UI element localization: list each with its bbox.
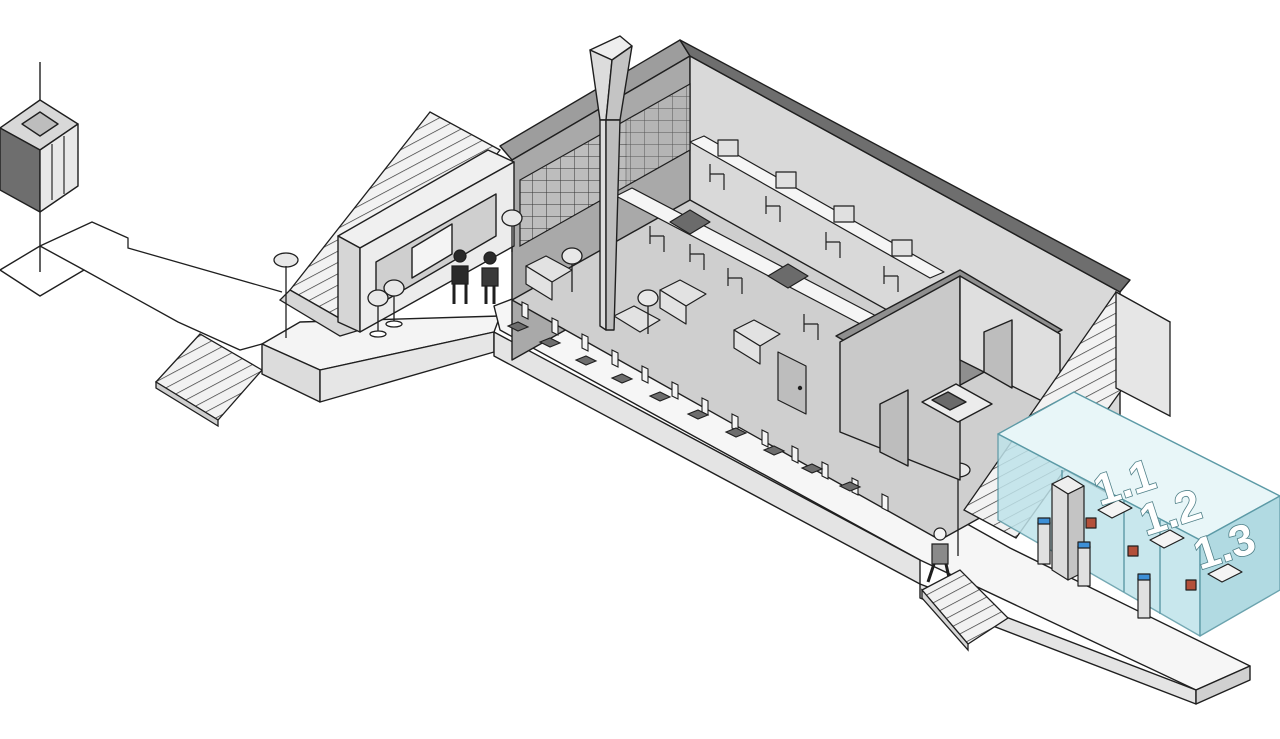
lamp-5	[561, 247, 583, 292]
chair-icon	[1085, 517, 1197, 591]
scanner-gate-icon	[1037, 517, 1151, 619]
door-icon	[777, 351, 807, 415]
lamp-4	[501, 209, 523, 252]
elevator	[0, 62, 85, 297]
lamp-2	[367, 289, 389, 338]
column	[589, 35, 633, 331]
inner-office	[835, 269, 1063, 481]
lamp-3	[383, 279, 405, 328]
front-right-stairs	[920, 569, 1010, 652]
entrance-platform	[261, 315, 501, 403]
scanner-icon	[669, 209, 809, 289]
door-icon	[879, 319, 1013, 467]
walking-visitor	[926, 527, 952, 583]
monitor-icon	[717, 139, 913, 257]
visitor-2	[481, 251, 499, 304]
lamp-1	[273, 252, 299, 338]
office-desk	[921, 383, 993, 423]
desk	[1097, 499, 1243, 583]
security-checkpoint	[1037, 475, 1243, 619]
person-icon	[451, 249, 952, 583]
chair-icon	[649, 164, 899, 340]
desk-rows	[525, 135, 945, 415]
lamp-6	[637, 289, 659, 334]
corridor-outline	[39, 221, 283, 351]
walkway-benches	[506, 301, 889, 512]
visitor-1	[451, 249, 469, 304]
